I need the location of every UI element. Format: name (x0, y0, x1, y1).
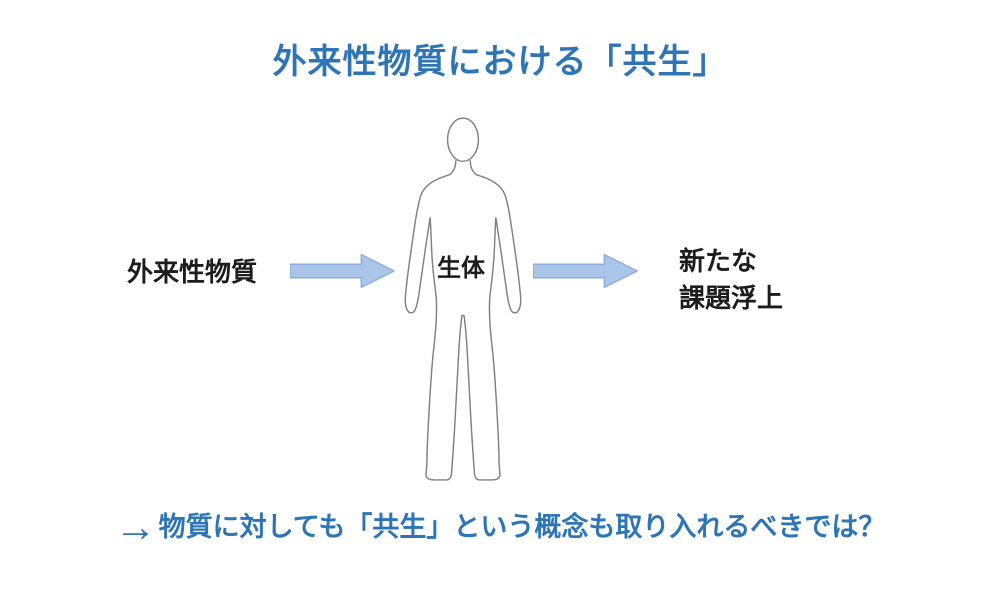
right-label-line2: 課題浮上 (679, 282, 784, 313)
right-arrow-shape (533, 253, 638, 289)
conclusion-text: →物質に対しても「共生」という概念も取り入れるべきでは？ (0, 505, 1000, 548)
left-label: 外来性物質 (127, 257, 258, 287)
right-label-line1: 新たな (679, 246, 758, 276)
conclusion-sentence: 物質に対しても「共生」という概念も取り入れるべきでは？ (158, 512, 886, 542)
body-label: 生体 (437, 255, 485, 282)
human-body-icon (404, 117, 522, 481)
head-outline (446, 117, 480, 163)
body-outline (404, 160, 522, 481)
right-arrow-icon (290, 253, 395, 289)
right-arrow-shape (290, 253, 395, 289)
arrow-glyph: → (114, 503, 157, 550)
right-label: 新たな 課題浮上 (679, 243, 783, 317)
right-arrow-icon (533, 253, 638, 289)
slide-title: 外来性物質における「共生」 (272, 43, 728, 81)
